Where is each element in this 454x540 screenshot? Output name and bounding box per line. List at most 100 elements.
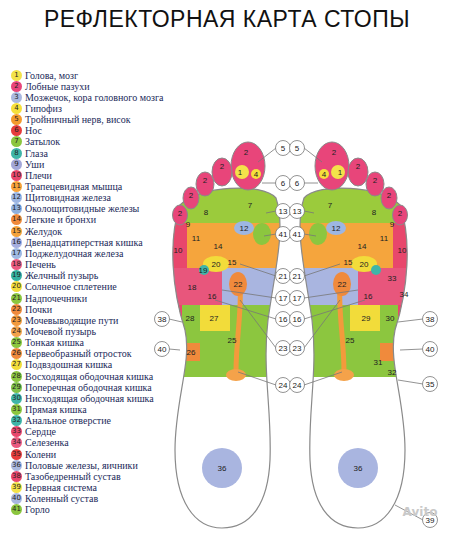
legend-swatch: 17 [11,248,22,259]
legend-number: 35 [11,449,22,460]
legend-number: 24 [11,326,22,337]
zone-number: 29 [362,314,371,323]
legend-swatch: 30 [11,393,22,404]
legend-text: Мозжечок, кора головного мозга [25,92,164,103]
callout-number: 21 [279,272,288,281]
zone-number: 33 [388,274,397,283]
zone-number: 14 [214,242,223,251]
legend-number: 29 [11,382,22,393]
legend-number: 5 [11,114,22,125]
legend-number: 18 [11,259,22,270]
callout-number: 13 [279,207,288,216]
legend-text: Мочевыводящие пути [25,315,118,326]
legend-number: 6 [11,125,22,136]
legend-swatch: 29 [11,382,22,393]
legend-text: Тройничный нерв, висок [25,114,131,125]
callout-number: 5 [295,144,299,153]
zone-number: 2 [178,209,182,218]
legend-number: 11 [11,181,22,192]
legend-swatch: 36 [11,460,22,471]
legend-number: 14 [11,214,22,225]
legend-swatch: 38 [11,471,22,482]
legend-text: Надпочечники [25,293,87,304]
legend-text: Печень [25,259,56,270]
legend-swatch: 5 [11,114,22,125]
legend-swatch: 35 [11,449,22,460]
legend-number: 38 [11,471,22,482]
callout-number: 41 [279,230,288,239]
legend-number: 41 [11,504,22,515]
legend-number: 10 [11,170,22,181]
legend-text: Нос [25,125,42,136]
legend-text: Гипофиз [25,103,62,114]
legend-text: Горло [25,504,50,515]
legend-text: Двенадцатиперстная кишка [25,237,143,248]
zone-number: 2 [203,176,207,185]
legend-swatch: 10 [11,170,22,181]
legend-swatch: 22 [11,304,22,315]
legend-swatch: 7 [11,136,22,147]
zone-number: 1 [338,168,342,177]
legend-text: Тонкая кишка [25,337,84,348]
legend-swatch: 19 [11,270,22,281]
legend-text: Поджелудочная железа [25,248,124,259]
legend-text: Нисходящая ободочная кишка [25,393,154,404]
zone-number: 25 [346,336,355,345]
legend-swatch: 3 [11,92,22,103]
zone-number: 11 [380,234,388,243]
legend-number: 32 [11,415,22,426]
legend-text: Уши [25,159,44,170]
zone-number: 26 [187,348,196,357]
zone-number: 1 [238,168,242,177]
title: РЕФЛЕКТОРНАЯ КАРТА СТОПЫ [0,6,454,33]
legend-swatch: 41 [11,504,22,515]
legend-swatch: 12 [11,192,22,203]
legend-swatch: 33 [11,426,22,437]
zone-number: 27 [210,314,219,323]
legend-text: Желчный пузырь [25,270,98,281]
legend-swatch: 4 [11,103,22,114]
legend-number: 3 [11,92,22,103]
legend-number: 39 [11,482,22,493]
callout-number: 13 [293,207,302,216]
legend-number: 12 [11,192,22,203]
zone-number: 2 [373,176,377,185]
legend-swatch: 21 [11,293,22,304]
zone-number: 11 [192,234,200,243]
legend-swatch: 27 [11,359,22,370]
legend-swatch: 16 [11,237,22,248]
legend-swatch: 9 [11,159,22,170]
zone-number: 10 [174,246,183,255]
zone-number: 4 [254,170,258,179]
legend-swatch: 40 [11,493,22,504]
legend-text: Затылок [25,136,60,147]
zone-number: 2 [398,209,402,218]
callout-number: 6 [281,179,285,188]
zone-number: 28 [186,314,195,323]
callout-number: 21 [293,272,302,281]
zone-number: 31 [374,358,383,367]
legend-swatch: 24 [11,326,22,337]
callout-number: 24 [279,381,288,390]
callout-number: 24 [293,381,302,390]
legend-number: 34 [11,437,22,448]
zone-number: 9 [390,220,394,229]
legend-text: Коленный сустав [25,493,98,504]
zone-number: 16 [364,292,373,301]
zone-number: 2 [387,191,391,200]
legend-swatch: 34 [11,437,22,448]
legend-text: Голова, мозг [25,70,78,81]
legend-number: 4 [11,103,22,114]
zone-number: 2 [189,191,193,200]
legend-text: Околощитовидные железы [25,203,139,214]
callout-number: 40 [426,345,435,354]
callout-number: 16 [279,315,288,324]
zone-number: 25 [228,336,237,345]
legend-number: 16 [11,237,22,248]
legend-text: Нервная система [25,482,97,493]
zone-number: 7 [328,201,332,210]
legend-swatch: 20 [11,281,22,292]
legend-text: Желудок [25,226,62,237]
legend-number: 21 [11,293,22,304]
legend-number: 20 [11,281,22,292]
